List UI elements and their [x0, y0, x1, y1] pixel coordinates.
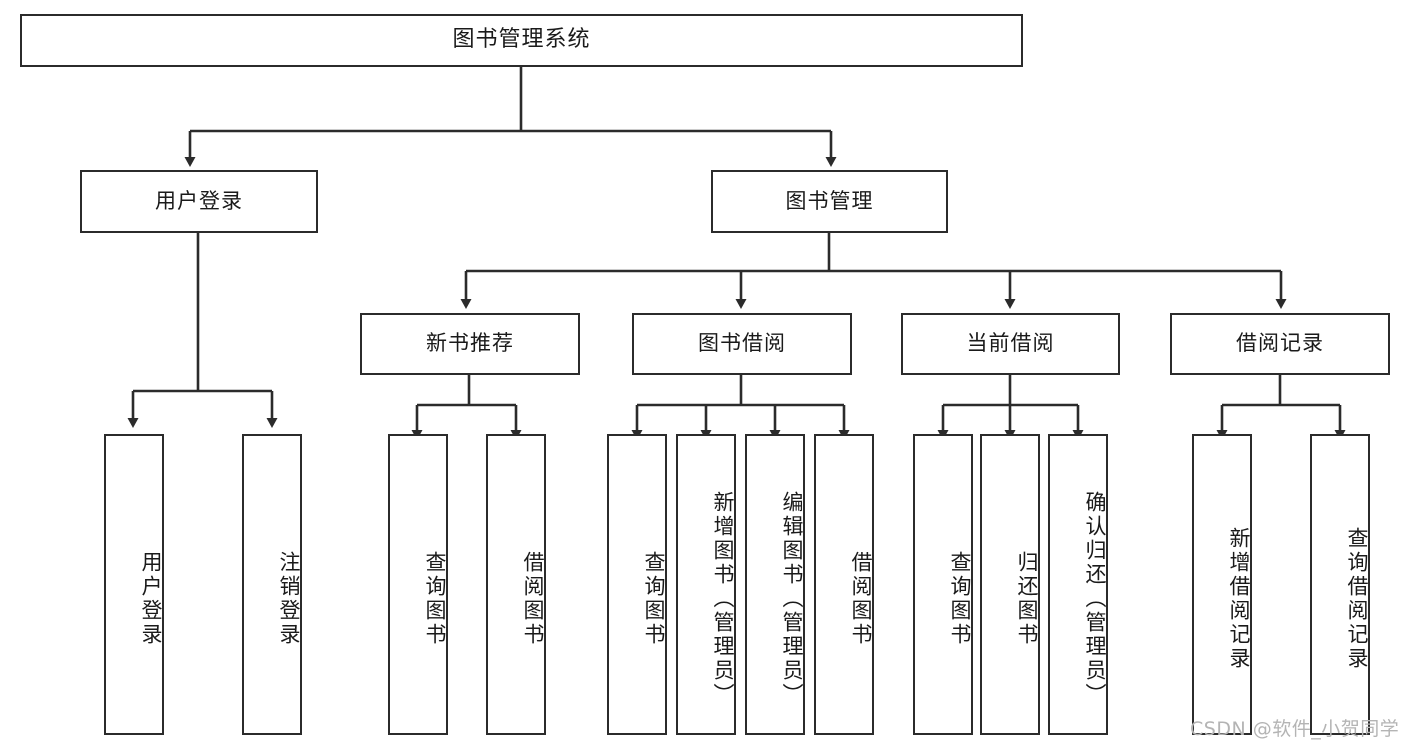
leaf-label: 用户登录	[139, 550, 163, 647]
node-book-borrowing[interactable]: 图书借阅	[632, 313, 852, 375]
leaf-label: 新增图书（管理员）	[711, 490, 735, 707]
leaf-query-books-borrow[interactable]: 查询图书	[607, 434, 667, 735]
leaf-label: 查询图书	[423, 550, 447, 647]
leaf-label: 注销登录	[277, 550, 301, 647]
node-user-login[interactable]: 用户登录	[80, 170, 318, 233]
node-root-system[interactable]: 图书管理系统	[20, 14, 1023, 67]
csdn-watermark: CSDN @软件_小贺同学	[1190, 718, 1400, 740]
leaf-return-books[interactable]: 归还图书	[980, 434, 1040, 735]
leaf-add-book-admin[interactable]: 新增图书（管理员）	[676, 434, 736, 735]
leaf-label: 借阅图书	[521, 550, 545, 647]
leaf-logout-login[interactable]: 注销登录	[242, 434, 302, 735]
leaf-confirm-return-admin[interactable]: 确认归还（管理员）	[1048, 434, 1108, 735]
node-book-management[interactable]: 图书管理	[711, 170, 948, 233]
node-current-borrowing[interactable]: 当前借阅	[901, 313, 1120, 375]
leaf-query-books-current[interactable]: 查询图书	[913, 434, 973, 735]
leaf-label: 借阅图书	[849, 550, 873, 647]
leaf-label: 新增借阅记录	[1227, 526, 1251, 671]
leaf-label: 归还图书	[1015, 550, 1039, 647]
leaf-label: 编辑图书（管理员）	[780, 490, 804, 707]
leaf-label: 查询图书	[642, 550, 666, 647]
leaf-label: 确认归还（管理员）	[1083, 490, 1107, 707]
leaf-borrow-books-new[interactable]: 借阅图书	[486, 434, 546, 735]
leaf-query-books-new[interactable]: 查询图书	[388, 434, 448, 735]
leaf-query-borrow-record[interactable]: 查询借阅记录	[1310, 434, 1370, 735]
leaf-label: 查询图书	[948, 550, 972, 647]
leaf-user-login[interactable]: 用户登录	[104, 434, 164, 735]
leaf-label: 查询借阅记录	[1345, 526, 1369, 671]
leaf-add-borrow-record[interactable]: 新增借阅记录	[1192, 434, 1252, 735]
leaf-borrow-books[interactable]: 借阅图书	[814, 434, 874, 735]
node-new-book-recommendation[interactable]: 新书推荐	[360, 313, 580, 375]
node-borrow-records[interactable]: 借阅记录	[1170, 313, 1390, 375]
leaf-edit-book-admin[interactable]: 编辑图书（管理员）	[745, 434, 805, 735]
